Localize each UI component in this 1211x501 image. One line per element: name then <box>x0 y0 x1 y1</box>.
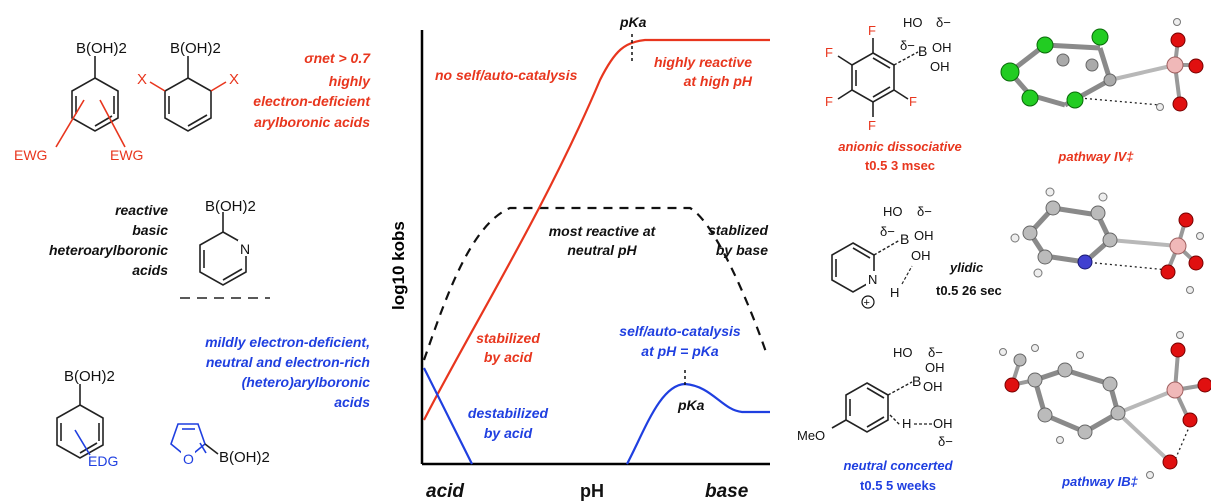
fluorine-3: F <box>825 94 833 109</box>
stabilized-acid-line-2: by acid <box>484 349 533 365</box>
edg-arylboronic-structure: B(OH)2 EDG <box>56 368 118 469</box>
stablized-line-2: by base <box>716 242 768 258</box>
boronic-acid-label-1: B(OH)2 <box>76 40 127 57</box>
most-reactive-line-2: neutral pH <box>567 242 637 258</box>
anionic-half-life: t0.5 3 msec <box>865 158 935 173</box>
pathway-ib-label: pathway IB‡ <box>1061 474 1139 489</box>
x-label-ph: pH <box>580 481 604 501</box>
destabilized-line-1: destabilized <box>468 405 549 421</box>
boron-3: B <box>912 373 921 389</box>
fluorine-5: F <box>909 94 917 109</box>
red-desc-line-1: highly <box>329 73 371 89</box>
pyridine-n-label: N <box>240 241 250 257</box>
furan-o-label: O <box>183 451 194 467</box>
oh-1a: OH <box>932 40 952 55</box>
transition-state-model-iv <box>1000 18 1204 112</box>
sigma-net-label: σnet > 0.7 <box>304 50 371 66</box>
transition-state-model-ylidic <box>1010 187 1204 294</box>
methoxy-label: MeO <box>797 428 825 443</box>
autocatalysis-curve <box>626 382 770 465</box>
destabilized-line-2: by acid <box>484 425 533 441</box>
highly-reactive-line-1: highly reactive <box>654 54 752 70</box>
black-desc-line-1: reactive <box>115 202 168 218</box>
red-desc-line-3: arylboronic acids <box>254 114 370 130</box>
delta-3b: δ− <box>938 434 953 449</box>
delta-2a: δ− <box>880 224 895 239</box>
ylidic-half-life: t0.5 26 sec <box>936 283 1002 298</box>
delta-1a: δ− <box>900 38 915 53</box>
neutral-curve <box>422 206 769 361</box>
plus-charge: + <box>864 297 870 309</box>
fluorine-1: F <box>868 23 876 38</box>
boronic-acid-label-4: B(OH)2 <box>64 368 115 385</box>
delta-3a: δ− <box>928 345 943 360</box>
black-desc-line-3: heteroarylboronic <box>49 242 168 258</box>
edg-label: EDG <box>88 453 118 469</box>
furanyl-boronic-structure: O B(OH)2 <box>170 423 270 467</box>
water-oh: OH <box>933 416 953 431</box>
pyridinium-boronate-structure: N H + B δ− HO δ− OH OH <box>831 204 934 309</box>
pka-label-bottom: pKa <box>677 397 705 413</box>
oh-1b: OH <box>930 59 950 74</box>
blue-desc-line-2: neutral and electron-rich <box>206 354 370 370</box>
x-label-base: base <box>705 481 749 501</box>
ho-3: HO <box>893 345 913 360</box>
anionic-dissociative-label: anionic dissociative <box>838 139 962 154</box>
halogen-x-right: X <box>229 71 239 88</box>
ewg-arylboronic-structure: B(OH)2 EWG EWG <box>14 40 143 163</box>
oh-2b: OH <box>911 248 931 263</box>
boronic-acid-label-5: B(OH)2 <box>219 449 270 466</box>
dihalo-arylboronic-structure: B(OH)2 X X <box>137 40 239 132</box>
blue-desc-line-3: (hetero)arylboronic <box>242 374 371 390</box>
stablized-line-1: stablized <box>708 222 768 238</box>
ho-2: HO <box>883 204 903 219</box>
most-reactive-line-1: most reactive at <box>549 223 657 239</box>
boronic-acid-label-2: B(OH)2 <box>170 40 221 57</box>
delta-2b: δ− <box>917 204 932 219</box>
boronic-acid-label-3: B(OH)2 <box>205 198 256 215</box>
blue-desc-line-4: acids <box>334 394 370 410</box>
self-auto-line-2: at pH = pKa <box>641 343 719 359</box>
highly-reactive-line-2: at high pH <box>684 73 753 89</box>
black-desc-line-2: basic <box>132 222 168 238</box>
pyridinium-h: H <box>890 285 899 300</box>
fluorine-2: F <box>825 45 833 60</box>
pka-label-top: pKa <box>619 14 647 30</box>
anionic-curve <box>423 38 770 421</box>
acid-destab-curve <box>423 367 473 465</box>
neutral-concerted-label: neutral concerted <box>843 458 953 473</box>
ylidic-label: ylidic <box>949 260 984 275</box>
rate-ph-chart: log10 kobs acid pH base pKa pKa no self/… <box>389 14 770 501</box>
pyridinium-n: N <box>868 272 877 287</box>
stabilized-acid-line-1: stabilized <box>476 330 540 346</box>
boron-1: B <box>918 43 927 59</box>
x-label-acid: acid <box>426 481 464 501</box>
delta-1b: δ− <box>936 15 951 30</box>
oh-2a: OH <box>914 228 934 243</box>
methoxyphenyl-boronic-structure: MeO B HO δ− OH OH H OH δ− <box>797 345 953 449</box>
y-axis-label: log10 kobs <box>389 221 408 310</box>
oh-3b: OH <box>923 379 943 394</box>
neutral-h: H <box>902 416 911 431</box>
blue-desc-line-1: mildly electron-deficient, <box>205 334 370 350</box>
ho-1: HO <box>903 15 923 30</box>
no-self-catalysis-label: no self/auto-catalysis <box>435 67 578 83</box>
pentafluoro-boronate-structure: F F F F F B δ− HO δ− OH OH <box>825 15 952 133</box>
halogen-x-left: X <box>137 71 147 88</box>
black-desc-line-4: acids <box>132 262 168 278</box>
red-desc-line-2: electron-deficient <box>253 93 371 109</box>
ewg-label-1: EWG <box>14 147 47 163</box>
pathway-iv-label: pathway IV‡ <box>1057 149 1134 164</box>
pyridyl-boronic-structure: N B(OH)2 <box>199 198 256 286</box>
transition-state-model-ib <box>999 331 1211 479</box>
fluorine-4: F <box>868 118 876 133</box>
ewg-label-2: EWG <box>110 147 143 163</box>
self-auto-line-1: self/auto-catalysis <box>619 323 741 339</box>
neutral-half-life: t0.5 5 weeks <box>860 478 936 493</box>
boron-2: B <box>900 231 909 247</box>
oh-3a: OH <box>925 360 945 375</box>
